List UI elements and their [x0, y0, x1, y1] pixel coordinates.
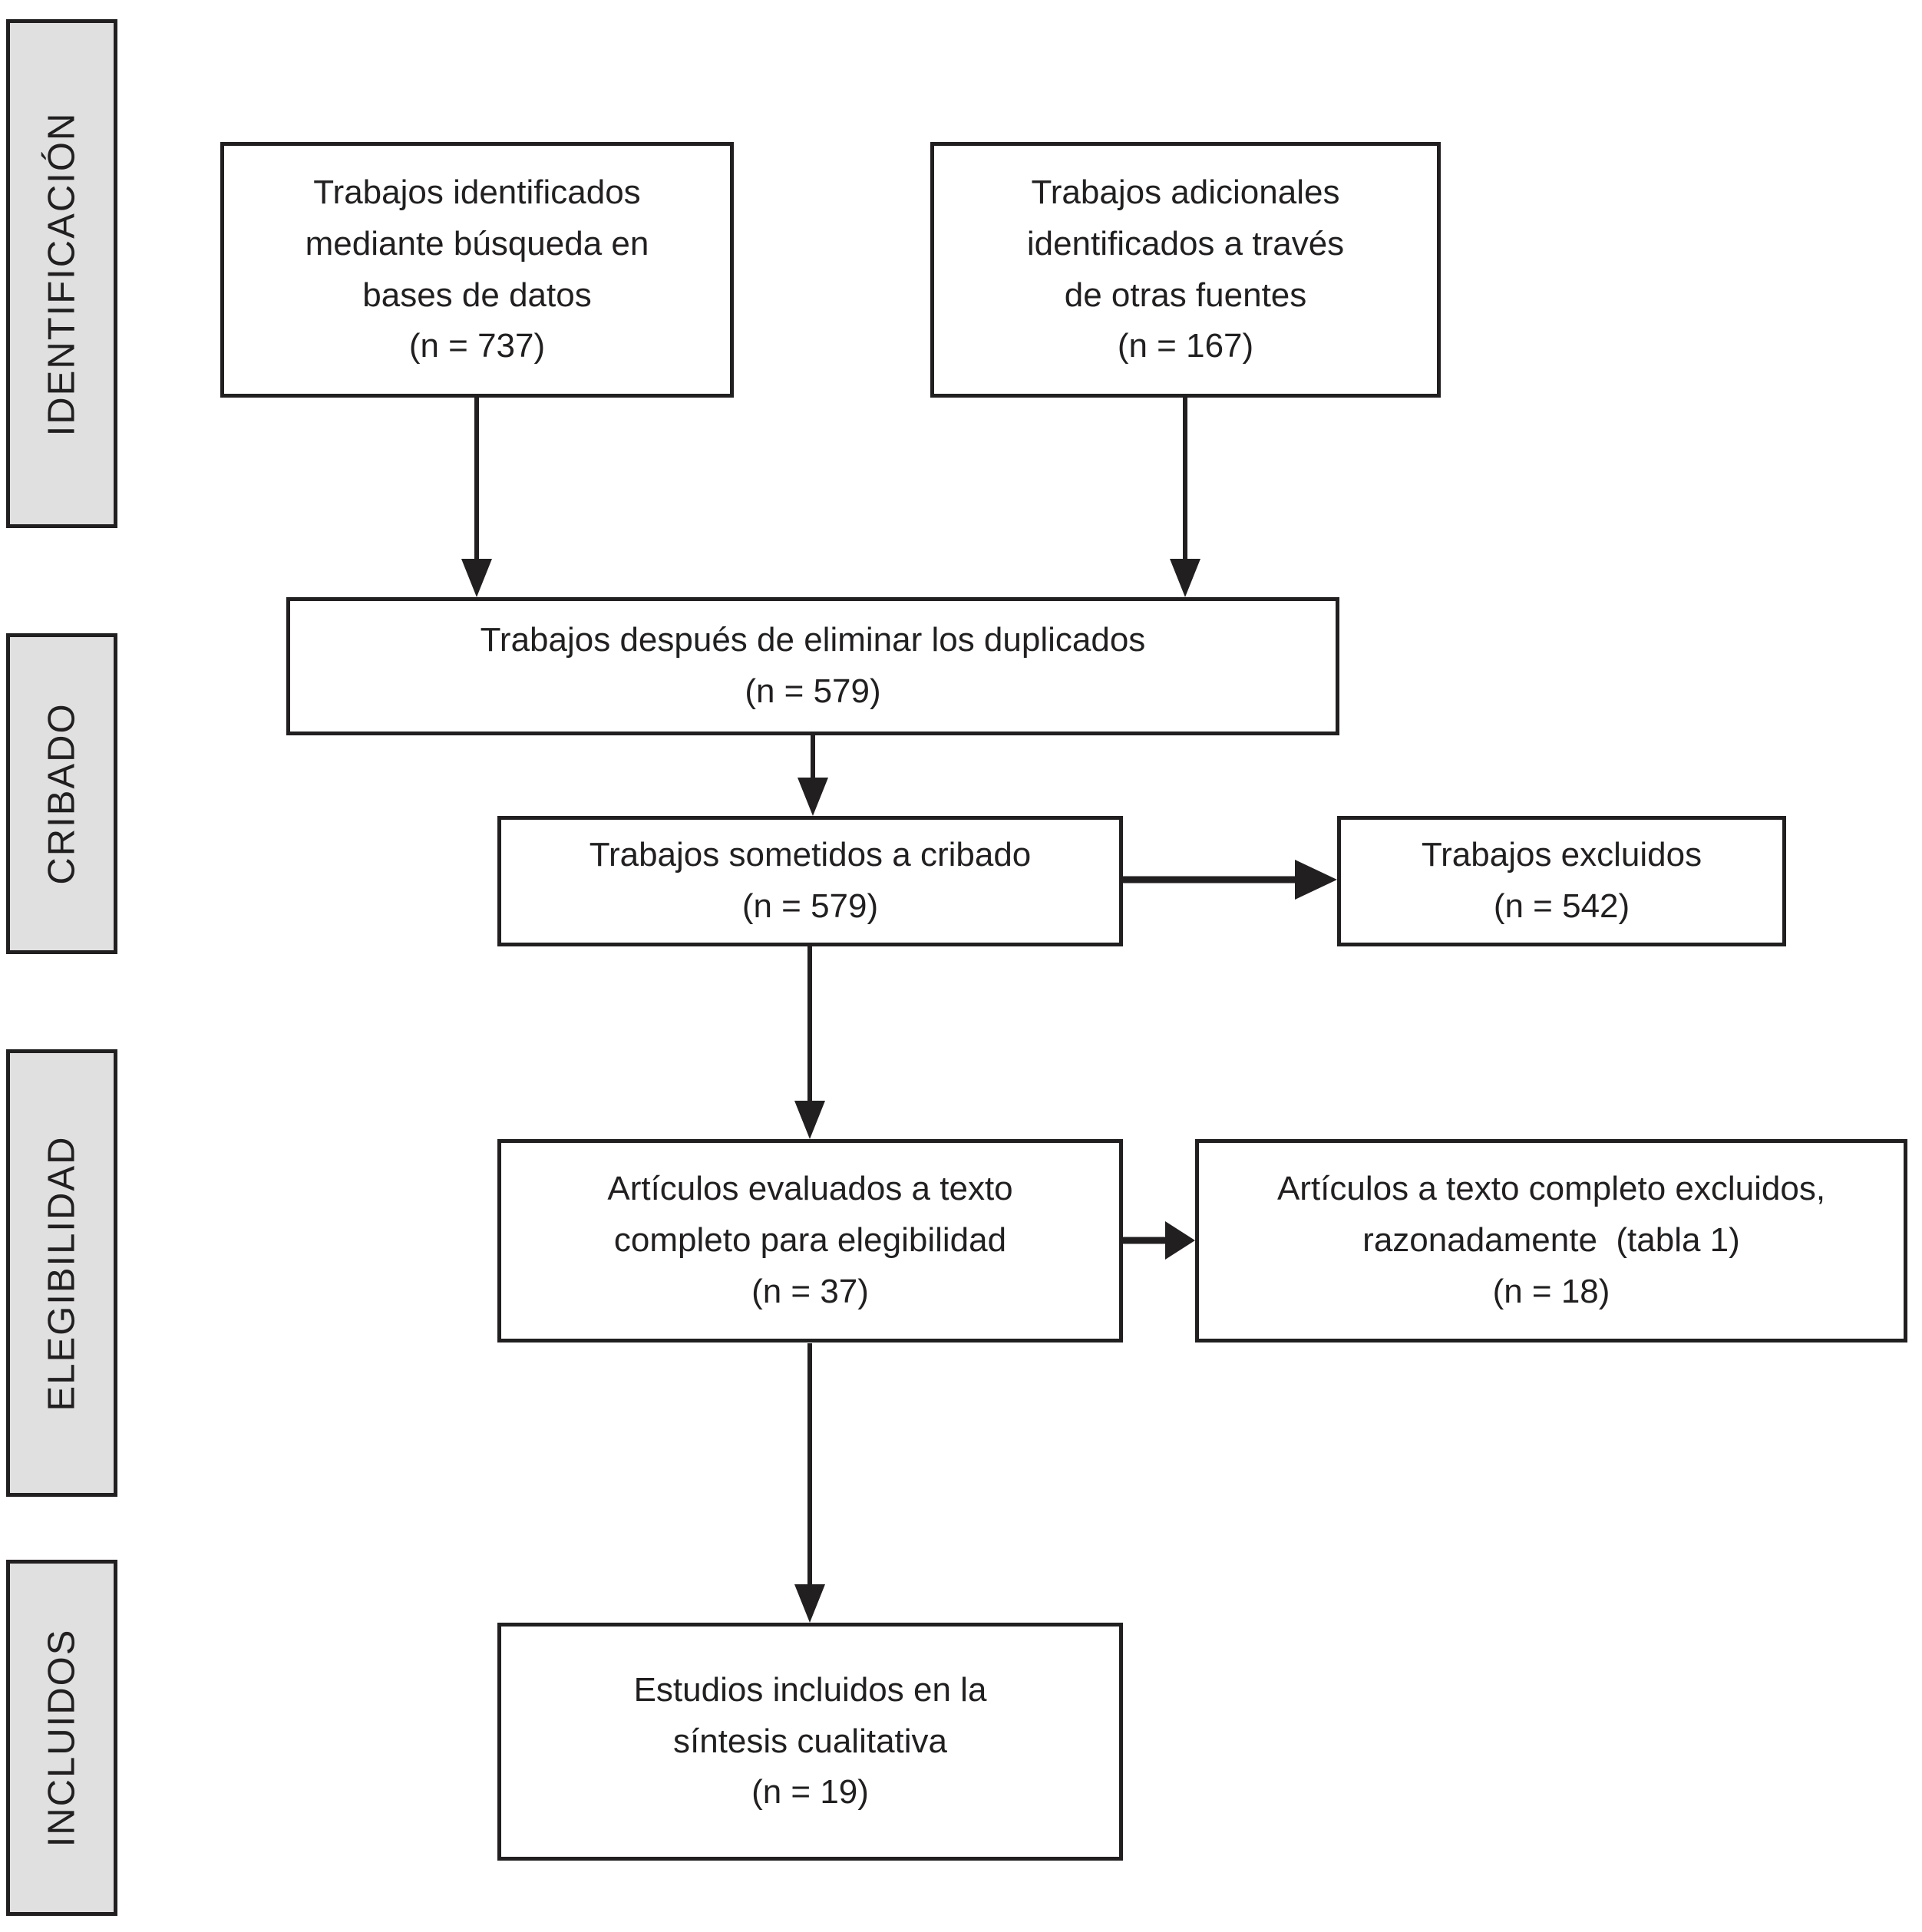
stage-identificacion: IDENTIFICACIÓN	[6, 19, 117, 528]
arrow-duplicates-to-screened	[798, 735, 828, 816]
arrow-databases-to-duplicates	[461, 398, 492, 597]
stage-elegibilidad: ELEGIBILIDAD	[6, 1049, 117, 1497]
stage-incluidos-label: INCLUIDOS	[41, 1628, 83, 1848]
stage-cribado-label: CRIBADO	[41, 702, 83, 885]
box-included-qualitative-synthesis: Estudios incluidos en la síntesis cualit…	[497, 1623, 1123, 1861]
box-identified-other-sources: Trabajos adicionales identificados a tra…	[930, 142, 1441, 398]
stage-incluidos: INCLUIDOS	[6, 1560, 117, 1916]
box-after-duplicates-removed: Trabajos después de eliminar los duplica…	[286, 597, 1339, 735]
box-records-excluded: Trabajos excluidos (n = 542)	[1337, 816, 1786, 946]
arrow-fulltext-to-included	[794, 1343, 825, 1623]
stage-identificacion-label: IDENTIFICACIÓN	[41, 111, 83, 436]
stage-elegibilidad-label: ELEGIBILIDAD	[41, 1135, 83, 1411]
box-fulltext-assessed: Artículos evaluados a texto completo par…	[497, 1139, 1123, 1342]
arrow-fulltext-to-excluded	[1121, 1221, 1195, 1260]
arrow-other-sources-to-duplicates	[1170, 398, 1200, 597]
box-identified-databases: Trabajos identificados mediante búsqueda…	[220, 142, 734, 398]
box-records-screened: Trabajos sometidos a cribado (n = 579)	[497, 816, 1123, 946]
box-fulltext-excluded: Artículos a texto completo excluidos, ra…	[1195, 1139, 1907, 1342]
arrow-screened-to-excluded	[1121, 860, 1337, 900]
stage-cribado: CRIBADO	[6, 633, 117, 954]
arrow-screened-to-fulltext	[794, 945, 825, 1139]
